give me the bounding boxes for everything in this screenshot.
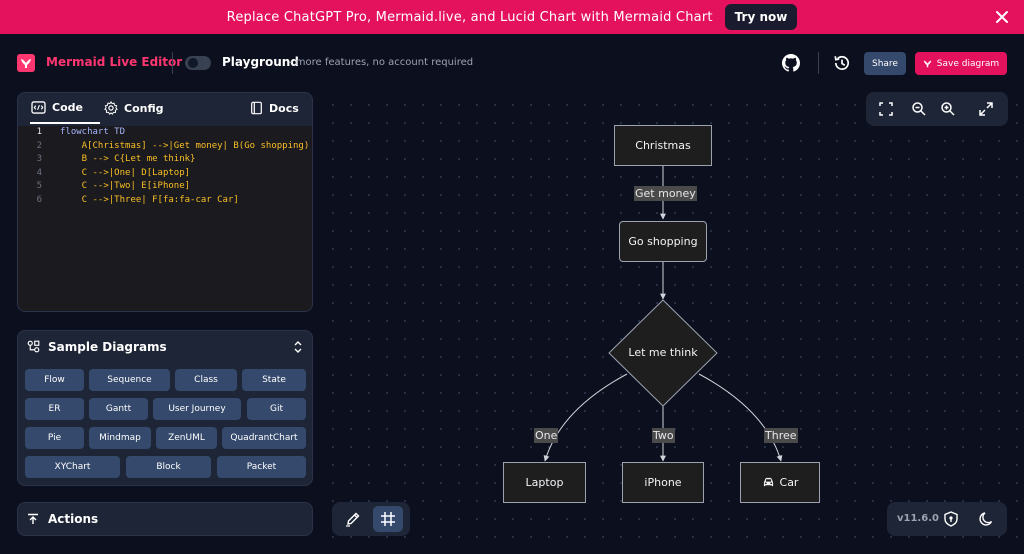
code-text: C -->|One| D[Laptop]: [60, 167, 191, 178]
code-line[interactable]: 3 B --> C{Let me think}: [18, 153, 312, 167]
car-icon: [763, 477, 773, 487]
tab-config[interactable]: Config: [104, 101, 164, 115]
version-label: v11.6.0: [897, 513, 939, 524]
history-icon[interactable]: [833, 54, 851, 72]
sample-state[interactable]: State: [242, 369, 306, 391]
sample-pie[interactable]: Pie: [25, 427, 84, 449]
code-area[interactable]: 1 flowchart TD 2 A[Christmas] -->|Get mo…: [18, 126, 312, 311]
sample-user-journey[interactable]: User Journey: [153, 398, 241, 420]
line-number: 2: [36, 140, 42, 151]
canvas-tools: [332, 502, 410, 536]
edge-label-get-money: Get money: [634, 186, 697, 201]
code-line[interactable]: 4 C -->|One| D[Laptop]: [18, 167, 312, 181]
share-button[interactable]: Share: [864, 52, 906, 75]
code-text: A[Christmas] -->|Get money| B(Go shoppin…: [60, 140, 310, 151]
edge-label-three: Three: [764, 428, 798, 443]
node-car-label: Car: [779, 476, 799, 489]
line-number: 3: [36, 154, 42, 165]
node-christmas[interactable]: Christmas: [614, 125, 712, 166]
code-line[interactable]: 1 flowchart TD: [18, 126, 312, 140]
playground-label: Playground: [222, 55, 299, 69]
save-diagram-button[interactable]: Save diagram: [915, 52, 1007, 75]
grid-toggle-button[interactable]: [373, 506, 403, 532]
active-tab-indicator: [30, 122, 100, 124]
sample-er[interactable]: ER: [25, 398, 84, 420]
divider: [172, 52, 173, 74]
save-diagram-label: Save diagram: [936, 58, 1000, 69]
sample-diagrams-header[interactable]: Sample Diagrams: [18, 331, 312, 363]
node-iphone[interactable]: iPhone: [622, 462, 704, 503]
playground-subtitle: - more features, no account required: [289, 57, 474, 68]
tab-docs[interactable]: Docs: [250, 101, 299, 115]
sample-diagrams-title: Sample Diagrams: [48, 340, 167, 354]
code-editor-panel: Code Config Docs 1 flowchart TD 2 A[Chri: [17, 92, 313, 312]
edge-label-two: Two: [652, 428, 675, 443]
playground-toggle[interactable]: [185, 56, 211, 70]
line-number: 1: [36, 127, 42, 137]
edge-label-one: One: [534, 428, 559, 443]
expand-icon[interactable]: [978, 101, 994, 117]
version-toolbar: v11.6.0: [887, 502, 1007, 536]
node-let-me-think: Let me think: [628, 346, 698, 359]
sample-packet[interactable]: Packet: [217, 456, 306, 478]
tab-code[interactable]: Code: [31, 101, 83, 114]
grid-icon: [381, 512, 395, 526]
tab-docs-label: Docs: [269, 101, 299, 115]
code-text: flowchart TD: [60, 127, 126, 137]
sample-diagrams-panel: Sample Diagrams Flow Sequence Class Stat…: [17, 330, 313, 486]
sample-git[interactable]: Git: [247, 398, 306, 420]
mermaid-logo-icon[interactable]: [17, 54, 35, 72]
close-icon[interactable]: [994, 9, 1010, 25]
sample-block[interactable]: Block: [126, 456, 211, 478]
zoom-in-icon[interactable]: [940, 101, 956, 117]
sample-zenuml[interactable]: ZenUML: [156, 427, 217, 449]
node-laptop[interactable]: Laptop: [503, 462, 586, 503]
code-text: C -->|Three| F[fa:fa-car Car]: [60, 194, 239, 205]
sample-quadrantchart[interactable]: QuadrantChart: [222, 427, 306, 449]
chevron-icon[interactable]: [292, 340, 304, 354]
line-number: 4: [36, 167, 42, 178]
mermaid-logo-icon: [923, 60, 932, 68]
node-go-shopping[interactable]: Go shopping: [619, 221, 707, 262]
book-icon: [251, 101, 262, 115]
editor-tabs: Code Config Docs: [18, 93, 312, 126]
code-text: B --> C{Let me think}: [60, 154, 196, 165]
gear-icon: [104, 101, 118, 115]
promo-banner: Replace ChatGPT Pro, Mermaid.live, and L…: [0, 0, 1024, 34]
sample-mindmap[interactable]: Mindmap: [89, 427, 151, 449]
zoom-out-icon[interactable]: [911, 101, 927, 117]
code-line[interactable]: 5 C -->|Two| E[iPhone]: [18, 180, 312, 194]
sample-gantt[interactable]: Gantt: [89, 398, 148, 420]
sample-flow[interactable]: Flow: [25, 369, 84, 391]
actions-panel[interactable]: Actions: [17, 502, 313, 536]
actions-title: Actions: [48, 512, 99, 526]
divider: [818, 52, 819, 74]
banner-text: Replace ChatGPT Pro, Mermaid.live, and L…: [226, 9, 713, 25]
zoom-toolbar: [866, 92, 1008, 126]
line-number: 5: [36, 181, 42, 192]
code-text: C -->|Two| E[iPhone]: [60, 181, 191, 192]
moon-icon[interactable]: [979, 511, 995, 527]
app-header: Mermaid Live Editor Playground - more fe…: [0, 34, 1024, 92]
try-now-button[interactable]: Try now: [724, 4, 798, 30]
fit-screen-icon[interactable]: [878, 101, 894, 117]
pencil-icon[interactable]: [345, 511, 361, 527]
shield-icon[interactable]: [943, 511, 959, 527]
shapes-icon: [27, 340, 40, 353]
sample-class[interactable]: Class: [175, 369, 237, 391]
line-number: 6: [36, 194, 42, 205]
app-title[interactable]: Mermaid Live Editor: [46, 55, 183, 69]
code-line[interactable]: 6 C -->|Three| F[fa:fa-car Car]: [18, 194, 312, 208]
tab-code-label: Code: [52, 101, 83, 114]
sample-sequence[interactable]: Sequence: [89, 369, 170, 391]
upload-icon: [28, 513, 38, 524]
tab-config-label: Config: [124, 101, 164, 115]
code-icon: [31, 101, 46, 114]
github-icon[interactable]: [782, 54, 800, 72]
code-line[interactable]: 2 A[Christmas] -->|Get money| B(Go shopp…: [18, 140, 312, 154]
sample-xychart[interactable]: XYChart: [25, 456, 120, 478]
node-car[interactable]: Car: [740, 462, 820, 503]
